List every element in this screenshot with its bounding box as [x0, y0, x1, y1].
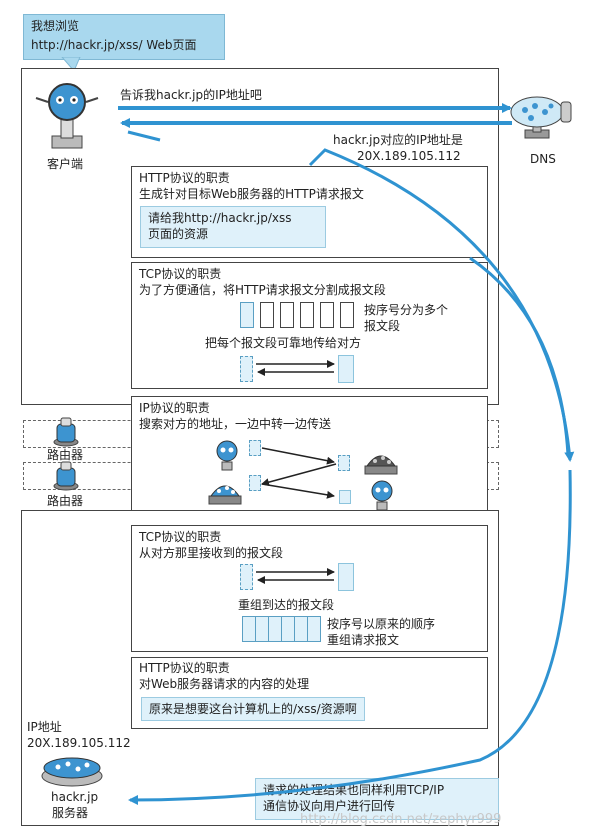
- packet: [338, 455, 350, 471]
- tcp-client-note-3: 把每个报文段可靠地传给对方: [205, 336, 362, 350]
- tcp-server-note-1: 重组到达的报文段: [238, 598, 335, 612]
- tcp-client-note-1: 按序号分为多个: [364, 303, 449, 317]
- dome-robot-icon: [364, 455, 398, 475]
- segment: [300, 302, 314, 328]
- http-client-callout: 请给我http://hackr.jp/xss 页面的资源: [140, 206, 326, 248]
- tcp-server-note-3: 重组请求报文: [327, 633, 400, 647]
- http-server-desc: 对Web服务器请求的内容的处理: [139, 677, 310, 691]
- router-icon: [53, 461, 79, 491]
- dns-response-line-2: 20X.189.105.112: [357, 149, 461, 163]
- http-client-callout-line-2: 页面的资源: [148, 227, 209, 241]
- packet-receive: [338, 355, 354, 383]
- packet-receive: [338, 563, 354, 591]
- packet: [249, 475, 261, 491]
- http-server-title: HTTP协议的职责: [139, 661, 230, 675]
- server-ip: 20X.189.105.112: [27, 736, 131, 750]
- http-client-desc: 生成针对目标Web服务器的HTTP请求报文: [139, 187, 364, 201]
- ip-arrow-2: [261, 463, 337, 487]
- segment: [280, 302, 294, 328]
- small-robot-icon: [216, 440, 238, 471]
- ip-title: IP协议的职责: [139, 401, 210, 415]
- flow-curve-return: [128, 469, 572, 805]
- speech-bubble-tail: [61, 57, 81, 72]
- segment: [340, 302, 354, 328]
- packet: [249, 440, 261, 456]
- bubble-line-2: http://hackr.jp/xss/ Web页面: [31, 38, 197, 52]
- tcp-server-note-2: 按序号以原来的顺序: [327, 617, 436, 631]
- dns-response-line-1: hackr.jp对应的IP地址是: [333, 133, 463, 147]
- segment: [260, 302, 274, 328]
- tcp-server-title: TCP协议的职责: [139, 530, 222, 544]
- segment: [240, 302, 254, 328]
- packet-send: [240, 564, 253, 590]
- http-server-callout: 原来是想要这台计算机上的/xss/资源啊: [141, 697, 365, 721]
- http-client-callout-line-1: 请给我http://hackr.jp/xss: [148, 211, 292, 225]
- packet: [339, 490, 351, 504]
- bubble-line-1: 我想浏览: [31, 19, 80, 33]
- tcp-client-title: TCP协议的职责: [139, 267, 222, 281]
- client-label: 客户端: [47, 157, 84, 171]
- ip-arrow-3: [261, 483, 335, 499]
- server-icon: [41, 757, 103, 787]
- router-icon: [53, 417, 79, 447]
- ip-arrow-1: [261, 447, 335, 465]
- reply-line-2: 通信协议向用户进行回传: [263, 799, 396, 813]
- http-client-title: HTTP协议的职责: [139, 171, 230, 185]
- reply-line-1: 请求的处理结果也同样利用TCP/IP: [263, 783, 445, 797]
- packet-send: [240, 356, 253, 382]
- segment: [320, 302, 334, 328]
- router-label-2: 路由器: [47, 494, 84, 508]
- tcp-server-desc: 从对方那里接收到的报文段: [139, 546, 284, 560]
- flow-curve-down: [308, 148, 575, 462]
- segment: [307, 616, 321, 642]
- ip-desc: 搜索对方的地址，一边中转一边传送: [139, 417, 332, 431]
- client-stroke: [127, 130, 161, 142]
- speech-bubble: [23, 14, 225, 60]
- reply-callout: 请求的处理结果也同样利用TCP/IP 通信协议向用户进行回传: [255, 778, 499, 820]
- watermark: http://blog.csdn.net/zephyr999: [300, 812, 502, 827]
- server-ip-label: IP地址: [27, 720, 62, 734]
- flow-curve-down-2: [469, 256, 570, 456]
- dns-label: DNS: [530, 152, 556, 166]
- tcp-client-note-2: 报文段: [364, 319, 401, 333]
- server-name-2: 服务器: [52, 806, 89, 820]
- dns-request-text: 告诉我hackr.jp的IP地址吧: [120, 88, 262, 102]
- dns-server-icon: [510, 96, 572, 139]
- client-robot-icon: [35, 83, 99, 149]
- tcp-client-desc: 为了方便通信，将HTTP请求报文分割成报文段: [139, 283, 386, 297]
- server-name-1: hackr.jp: [51, 790, 99, 804]
- router-label-1: 路由器: [47, 448, 84, 462]
- dome-robot-icon: [208, 485, 242, 505]
